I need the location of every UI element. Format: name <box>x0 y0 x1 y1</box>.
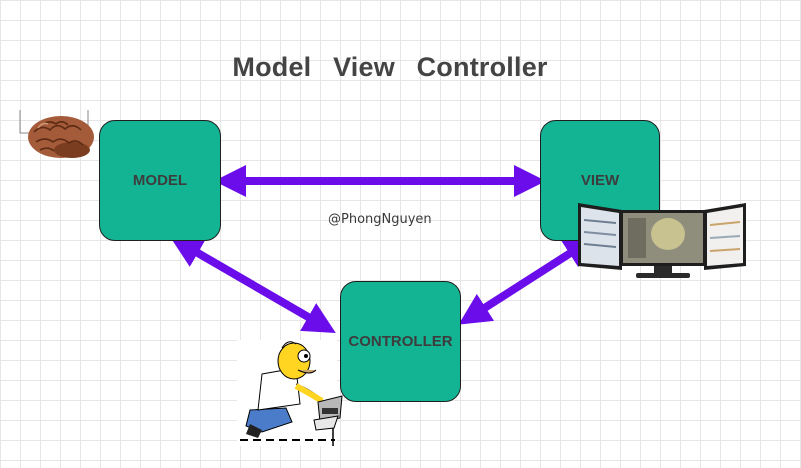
author-credit: @PhongNguyen <box>328 212 432 227</box>
controller-box: CONTROLLER <box>340 281 461 402</box>
model-controller-arrow <box>170 236 336 334</box>
controller-view-arrow <box>458 236 597 325</box>
model-label: MODEL <box>132 172 188 189</box>
model-box: MODEL <box>99 120 221 241</box>
view-box: VIEW <box>540 120 660 241</box>
diagram-title: Model View Controller <box>232 52 548 82</box>
view-label: VIEW <box>580 172 620 189</box>
controller-label: CONTROLLER <box>348 333 453 350</box>
